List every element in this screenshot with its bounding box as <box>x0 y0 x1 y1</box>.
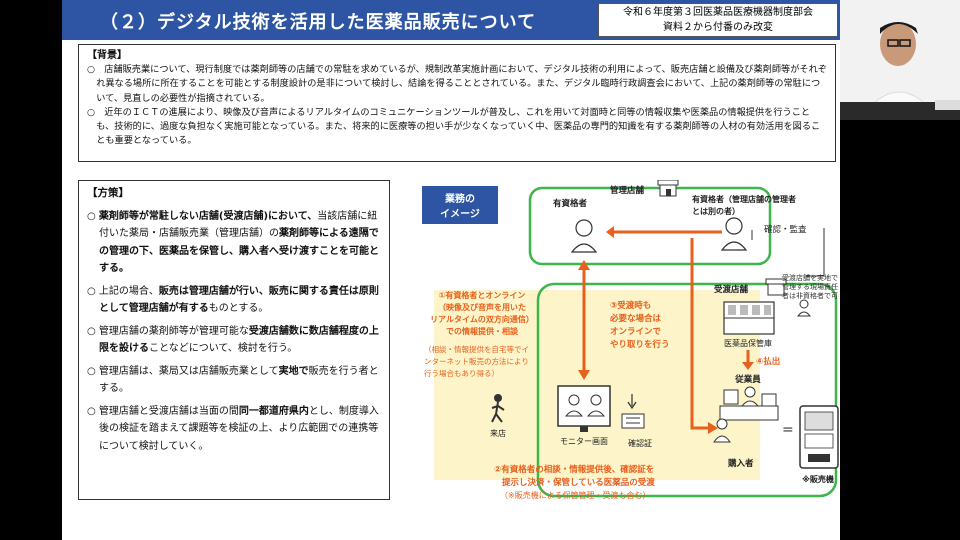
qualified-other-label-1: 有資格者（管理店舗の管理者 <box>692 194 796 204</box>
source-line-2: 資料２から付番のみ改変 <box>599 20 837 35</box>
plan-bullet-4: ○ 管理店舗は、薬局又は店舗販売業として実地で販売を行う者とする。 <box>87 363 381 398</box>
qualified-person-label: 有資格者 <box>553 198 588 209</box>
vending-machine-icon <box>800 406 838 468</box>
plan-b4-bold1: 実地で <box>279 366 309 377</box>
vending-label: ※販売機 <box>802 474 834 484</box>
plan-b4-text1: 管理店舗は、薬局又は店舗販売業として <box>99 366 279 377</box>
step1-line-1: ①有資格者とオンライン <box>439 290 526 300</box>
confirm-audit-label: 確認・監査 <box>764 224 807 235</box>
staff-icon <box>720 387 778 420</box>
step1-line-2: （映像及び音声を用いた <box>438 302 526 312</box>
plan-bullet-3: ○ 管理店舗の薬剤師等が管理可能な受渡店舗数に数店舗程度の上限を設けることなどに… <box>87 323 381 358</box>
delivery-store-label: 受渡店舗 <box>714 284 749 295</box>
step3-line-4: やり取りを行う <box>610 339 670 350</box>
plan-b3-text2: ことなどについて、検討を行う。 <box>149 343 297 354</box>
visit-label: 来店 <box>490 428 506 438</box>
plan-b5-text1: 管理店舗と受渡店舗は当面の間 <box>99 406 239 417</box>
equals-sign: = <box>782 422 794 438</box>
step4-label: ④払出 <box>756 356 780 367</box>
monitor-icon <box>558 386 610 432</box>
plan-bullet-1: ○ 薬剤師等が常駐しない店舗(受渡店舗)において、当該店舗に紐付いた薬局・店舗販… <box>87 208 381 278</box>
step2-line-2: 提示し決済・保管している医薬品の受渡 <box>502 477 655 488</box>
source-note: 令和６年度第３回医薬品医療機器制度部会 資料２から付番のみ改変 <box>598 3 838 37</box>
plan-b2-text2: ものとする。 <box>209 303 269 314</box>
badge-line-1: 業務の <box>444 192 475 205</box>
plan-b2-text1: 上記の場合、 <box>99 286 159 297</box>
management-store-label: 管理店舗 <box>610 185 645 196</box>
note-line-2: 管理する現場責任 <box>782 282 838 291</box>
plan-bullet-2: ○ 上記の場合、販売は管理店舗が行い、販売に関する責任は原則として管理店舗が有す… <box>87 283 381 318</box>
plan-b1-bold1: 薬剤師等が常駐しない店舗(受渡店舗)において、 <box>99 211 317 222</box>
background-heading: 【背景】 <box>87 49 827 63</box>
step3-line-3: オンラインで <box>610 327 662 337</box>
source-line-1: 令和６年度第３回医薬品医療機器制度部会 <box>599 5 837 20</box>
step1-sub-1: （相談・情報提供を自宅等でイ <box>424 344 529 354</box>
qualified-other-label-2: とは別の者） <box>692 206 740 216</box>
medicine-storage-icon <box>724 302 774 334</box>
step1-sub-3: 行う場合もあり得る） <box>424 368 499 378</box>
note-line-3: 者は非資格者で可 <box>782 291 838 300</box>
plan-box: 【方策】 ○ 薬剤師等が常駐しない店舗(受渡店舗)において、当該店舗に紐付いた薬… <box>78 180 390 500</box>
shop-icon <box>658 180 678 196</box>
presenter-camera <box>840 0 960 120</box>
title-bar: （２）デジタル技術を活用した医薬品販売について 令和６年度第３回医薬品医療機器制… <box>62 0 840 40</box>
plan-b3-text1: 管理店舗の薬剤師等が管理可能な <box>99 326 249 337</box>
laptop-icon <box>935 100 960 110</box>
step2-line-3: （※販売機による保管管理・受渡も含む） <box>500 490 650 500</box>
slide-title: （２）デジタル技術を活用した医薬品販売について <box>100 8 536 34</box>
badge-line-2: イメージ <box>440 208 480 220</box>
step1-sub-2: ンターネット販売の方法により <box>424 356 529 366</box>
consult-arrow-head <box>606 226 614 238</box>
background-para-1: ○ 店舗販売業について、現行制度では薬剤師等の店舗での常駐を求めているが、規制改… <box>87 63 827 106</box>
step3-line-2: 必要な場合は <box>609 313 662 324</box>
note-line-1: 受渡店舗を実地で <box>782 273 838 282</box>
storage-label: 医薬品保管庫 <box>724 338 772 348</box>
plan-bullet-5: ○ 管理店舗と受渡店舗は当面の間同一都道府県内とし、制度導入後の検証を踏まえて課… <box>87 403 381 456</box>
field-manager-icon <box>798 300 810 316</box>
monitor-label: モニター画面 <box>560 437 608 446</box>
staff-label: 従業員 <box>734 374 761 385</box>
pharmacist-icon <box>572 220 596 252</box>
buyer-label: 購入者 <box>727 458 754 469</box>
step3-line-1: ③受渡時も <box>610 300 651 311</box>
step2-line-1: ②有資格者の相談・情報提供後、確認証を <box>494 464 654 475</box>
audit-connector <box>806 228 824 276</box>
plan-b5-bold1: 同一都道府県内 <box>239 406 309 417</box>
background-para-2: ○ 近年のＩＣＴの進展により、映像及び音声によるリアルタイムのコミュニケーション… <box>87 106 827 149</box>
step1-line-3: リアルタイムの双方向通信） <box>430 314 534 324</box>
business-image-diagram: 業務の イメージ 管理店舗 有資格者 有資格者（管理店舗の管理者 とは別の者） <box>352 180 840 510</box>
pharmacist-other-icon <box>722 218 746 250</box>
plan-heading: 【方策】 <box>87 185 381 203</box>
certificate-label: 確認証 <box>628 438 652 448</box>
step1-line-4: での情報提供・相談 <box>446 326 519 336</box>
background-box: 【背景】 ○ 店舗販売業について、現行制度では薬剤師等の店舗での常駐を求めている… <box>78 44 836 162</box>
slide: （２）デジタル技術を活用した医薬品販売について 令和６年度第３回医薬品医療機器制… <box>62 0 840 540</box>
